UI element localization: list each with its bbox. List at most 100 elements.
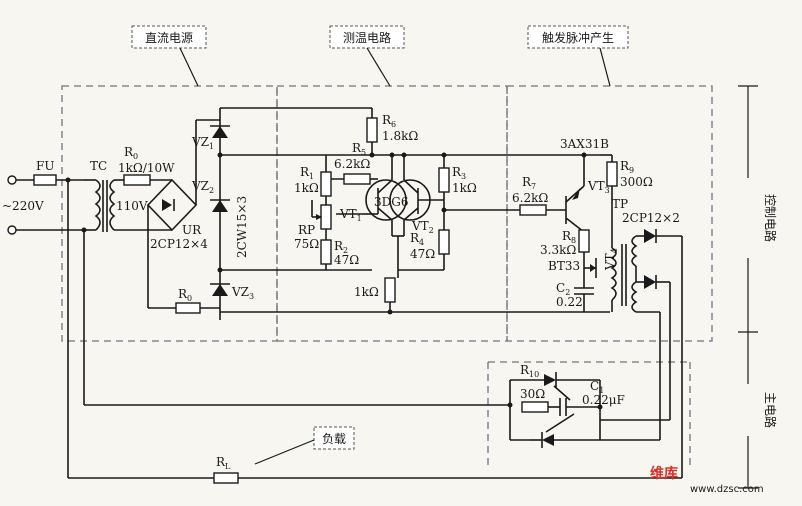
r7-value: 6.2kΩ [512, 191, 548, 205]
pulse-transformer-primary [610, 247, 617, 301]
transistor-vt1 [365, 179, 407, 221]
junction-dot [217, 267, 223, 273]
v110-label: 110V [116, 199, 148, 213]
resistor-r6 [366, 117, 378, 143]
rp-wiper [316, 214, 322, 220]
r8-label: R8 [562, 229, 576, 245]
r8-value: 3.3kΩ [540, 243, 576, 257]
r2-label: R2 [334, 239, 348, 255]
vt4-label: VT4 [603, 248, 619, 271]
watermark-url: www.dzsc.com [690, 484, 764, 495]
transistor-pair-label: 3DG6 [374, 195, 408, 209]
vt3-arrow [572, 188, 580, 200]
bt33-label: BT33 [548, 259, 580, 273]
r10-value: 30Ω [520, 387, 545, 401]
trigger-section: 3AX31B R7 6.2kΩ VT3 R8 3.3kΩ BT33 VT4 C2… [512, 137, 683, 440]
vz2-label: VZ2 [191, 179, 214, 195]
transformer-primary [94, 179, 101, 231]
watermark-brand: 维库 [650, 465, 678, 482]
temp-measure-box [276, 85, 508, 342]
r4-label: R4 [410, 231, 424, 247]
power-supply-section: ~220V FU RL TC 110V R0 1kΩ/10W [2, 107, 683, 484]
thyristor-lower [542, 434, 554, 446]
main-circuit-section: R10 30Ω C1 0.22μF [507, 363, 670, 448]
resistor-r4 [438, 229, 450, 255]
vt4-arrow [590, 264, 596, 272]
junction-dot [401, 152, 407, 158]
vt2-collector [403, 179, 419, 194]
r0-value: 1kΩ/10W [118, 161, 175, 175]
junction-dot [387, 309, 393, 315]
resistor-r3 [438, 167, 450, 193]
trigger-label: 触发脉冲产生 [542, 30, 614, 45]
trigger-pointer [599, 47, 611, 87]
r9-label: R9 [620, 159, 634, 175]
r3-label: R3 [452, 165, 466, 181]
control-circuit-label: 控制电路 [763, 194, 778, 242]
resistor-r7 [519, 204, 547, 216]
fu-label: FU [36, 159, 54, 173]
vt3-label: VT3 [587, 179, 610, 195]
bridge-diodes-label: 2CP12×4 [150, 237, 208, 251]
rp-value: 75Ω [294, 237, 319, 251]
resistor-r1 [320, 171, 332, 197]
resistor-r0 [123, 174, 151, 186]
junction-dot [507, 402, 513, 408]
vt2-emitter [403, 207, 419, 221]
main-circuit-label: 主电路 [763, 392, 778, 428]
ur-label: UR [182, 223, 202, 237]
rp-label: RP [298, 223, 315, 237]
r3-value: 1kΩ [452, 181, 477, 195]
vt2-label: VT2 [411, 219, 434, 235]
resistor-rl [213, 472, 239, 484]
vt3-type-label: 3AX31B [560, 137, 609, 151]
tp-label: TP [612, 197, 628, 211]
section-labels: 直流电源 测温电路 触发脉冲产生 负载 [131, 25, 629, 465]
r0-label: R0 [124, 145, 138, 161]
power-supply-label: 直流电源 [145, 31, 193, 45]
c2-label: C2 [556, 281, 570, 297]
resistor-r5 [343, 173, 371, 185]
load-tag [313, 426, 355, 450]
r4-value: 47Ω [410, 247, 435, 261]
side-brackets: 控制电路 主电路 [738, 85, 778, 489]
pulse-transformer-secondary-2 [631, 281, 638, 313]
vt1-label: VT1 [339, 207, 362, 223]
load-label: 负载 [322, 432, 346, 446]
terminal-top [7, 175, 17, 185]
zener-vz1 [212, 126, 228, 138]
resistor-r9 [606, 161, 618, 187]
vt1-collector [377, 179, 393, 194]
r7-label: R7 [522, 175, 536, 191]
output-diode-2 [644, 275, 656, 289]
zener-type-label: 2CW15×3 [235, 196, 249, 258]
power-supply-tag [131, 25, 207, 49]
r1-value: 1kΩ [294, 181, 319, 195]
resistor-r8 [578, 229, 590, 253]
resistor-r10 [521, 401, 549, 413]
junction-dot [441, 152, 447, 158]
c1-label: C1 [590, 379, 604, 395]
r6-value: 1.8kΩ [382, 129, 418, 143]
temp-measure-pointer [366, 47, 391, 87]
gate-lead [553, 385, 571, 401]
transformer-secondary [109, 179, 116, 231]
vz1-label: VZ1 [191, 135, 214, 151]
c1-value: 0.22μF [582, 393, 625, 407]
trigger-tag [527, 25, 629, 49]
r2-value: 47Ω [334, 253, 359, 267]
resistor-r2 [320, 239, 332, 265]
output-diode-1 [644, 229, 656, 243]
terminal-bottom [7, 225, 17, 235]
pulse-transformer-secondary-1 [631, 235, 638, 267]
tc-label: TC [90, 159, 107, 173]
r5-label: R5 [352, 141, 366, 157]
temp-measure-section: R6 1.8kΩ R5 6.2kΩ R1 1kΩ RP 75Ω R2 47Ω [294, 108, 520, 315]
junction-dot [389, 152, 395, 158]
diodes-out-label: 2CP12×2 [622, 211, 680, 225]
power-supply-pointer [179, 47, 199, 87]
vz3-label: VZ3 [231, 285, 254, 301]
thyristor-upper [544, 374, 556, 386]
r0b-label: R0 [178, 287, 192, 303]
